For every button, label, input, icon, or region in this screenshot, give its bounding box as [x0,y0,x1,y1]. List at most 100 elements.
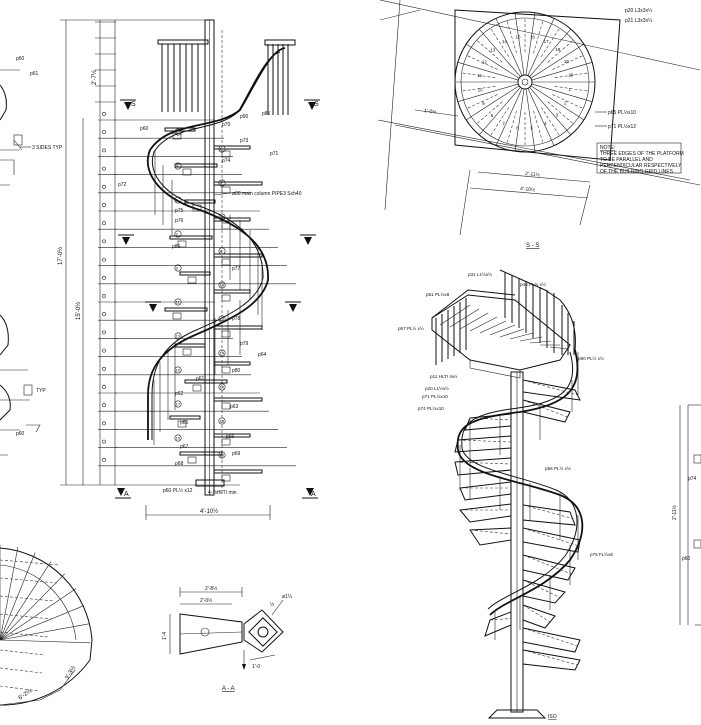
left-mark-1: p60 [16,56,25,62]
plan-label-1: p65 PL½x10 [608,109,636,116]
svg-text:B: B [306,237,311,244]
step-number: 18 [220,419,225,424]
plan-note-1: THREE EDGES OF THE PLATFORM [600,151,684,157]
svg-text:S: S [131,101,136,108]
part-mark: p78 [232,316,241,322]
plan-label-3: p20 L3x3x¼ [625,8,653,14]
column-note: ø88 main column PIPE3 Sch40 [232,191,302,197]
step-number: 12 [220,317,225,322]
part-mark: p75 [175,208,184,214]
part-mark: p66 [226,434,235,440]
plan-step-number: 16 [530,35,536,40]
step-number: 20 [220,453,225,458]
step-number: 13 [176,334,181,339]
left-plan-dim-2: 3'-3½ [64,665,77,681]
left-mark-3: p60 [16,431,25,437]
plan-note-4: OF THE BUILDING GRID LINES [600,169,674,175]
plan-step-number: 17 [544,39,550,44]
plan-step-number: 4 [544,121,547,126]
left-partial-elevation-bottom: TYP p60 [0,314,46,456]
part-mark: p90 [240,114,249,120]
svg-text:S: S [314,101,319,108]
bottom-plate-label: p60 PL½ x12 [163,487,193,494]
step-number: 2 [220,147,223,152]
plan-step-number: 15 [515,35,521,40]
plan-step-number: 10 [478,88,484,93]
section-mark-t-right: T [285,301,301,312]
step-number: 6 [220,215,223,220]
plan-note-2: TO BE PARALLEL AND [600,157,653,163]
part-mark: p76 [175,218,184,224]
iso-label: p45 PL½ x½ [520,281,546,287]
part-mark: p85 [262,111,271,117]
step-number: 11 [176,300,181,305]
part-mark: p80 [232,368,241,374]
section-mark-a-right: A [302,488,318,499]
plan-step-number: 6 [516,125,519,130]
part-mark: p77 [232,266,241,272]
anchor-label: 4-⅜HLTI min [208,490,237,496]
part-mark: p65 [180,420,189,426]
plan-dim-2: 4'-10½ [520,185,537,193]
step-number: 10 [220,283,225,288]
step-number: 4 [220,181,223,186]
aa-title: A - A [222,686,235,692]
plan-step-number: 12 [482,59,488,64]
right-mark-1: p74 [688,476,697,482]
plan-step-number: 1 [568,87,571,92]
plan-label-4: p21 L3x3x¼ [625,18,653,24]
part-mark: p86 [172,244,181,250]
svg-text:T: T [291,304,296,311]
step-number: 17 [176,402,181,407]
aa-dim-3: 1'-4 [162,632,168,640]
step-number: 9 [176,266,179,271]
svg-text:B: B [124,237,129,244]
plan-step-number: 11 [478,73,483,78]
plan-note-3: PERPENDICULAR RESPECTIVELY [600,163,682,169]
plan-step-number: 13 [490,48,496,53]
plan-step-number: 5 [531,125,534,130]
iso-label: p56 PL½ x½ [545,465,571,471]
aa-dim-2: 2'-0½ [200,597,213,604]
plan-dim-3: 1'-0½ [424,107,438,116]
left-plan-dim-1: 6'-2½ [17,687,33,701]
aa-dim-1: 2'-8½ [205,585,218,592]
plan-step-number: 20 [568,72,574,77]
iso-label: p51 PL½x8 [426,291,450,297]
aa-dim-6: ø1¼ [282,594,293,600]
step-number: 1 [176,130,179,135]
svg-text:T: T [151,304,156,311]
part-mark: p71 [270,151,279,157]
iso-title: ISO [548,714,557,720]
iso-label: p90 PL½ x½ [578,355,604,361]
iso-label: p74 PL½x10 [418,405,444,411]
svg-text:A: A [311,491,316,498]
plan-step-number: 9 [482,101,485,106]
part-mark: p72 [118,182,127,188]
step-number: 16 [220,385,225,390]
plan-step-number: 7 [502,121,505,126]
part-mark: p74 [222,158,231,164]
plan-label-2: p71 PL½x12 [608,123,636,130]
iso-label: p31 L1½x½ [468,271,492,277]
section-mark-s-left: S [120,99,136,110]
part-mark: p73 [240,138,249,144]
left-partial-plan: 6'-2½ 3'-3½ [0,545,93,706]
section-mark-s-right: S [304,99,320,110]
right-mark-2: p60 [682,556,691,562]
step-number: 8 [220,249,223,254]
step-number: 15 [176,368,181,373]
step-number: 19 [176,436,181,441]
right-dim: 2'-11½ [671,504,678,520]
part-mark: p69 [232,451,241,457]
section-mark-a-left: A [115,488,131,499]
step-number: 14 [220,351,225,356]
plan-note-0: NOTE: [600,145,615,151]
section-mark-b-right: B [300,234,316,245]
typ-note-left: 3 SIDES TYP [32,145,63,151]
iso-label: p20 L1½x½ [425,385,449,391]
right-partial-detail: 2'-11½ p74 p60 [671,404,701,626]
part-mark: p64 [258,352,267,358]
plan-title: S - S [526,243,539,249]
